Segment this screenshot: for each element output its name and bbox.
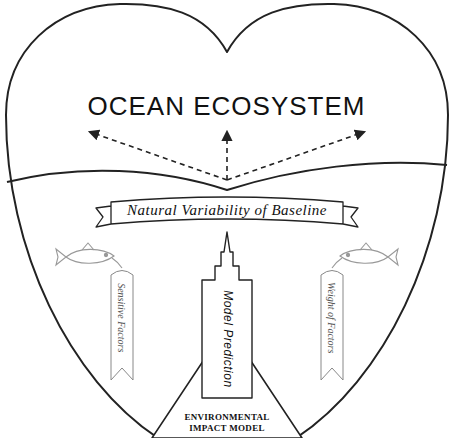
factor-pennant: Sensitive Factors: [110, 266, 134, 380]
fish-string: [112, 258, 122, 268]
node-label: Model Prediction: [220, 290, 234, 387]
fish-string: [332, 258, 342, 268]
baseline-ribbon: Natural Variability of Baseline: [95, 193, 359, 231]
factor-pennant: Weight of Factors: [320, 266, 344, 380]
model-tower: Model Prediction: [202, 232, 252, 398]
influence-arrow: [227, 132, 364, 180]
fish-fin: [360, 243, 372, 250]
model-tower-shape: [202, 232, 252, 398]
fish-fin: [82, 243, 94, 250]
baseline-ribbon-shape: [96, 197, 358, 227]
right-fish: [332, 243, 398, 268]
factor-pennant-shape: [111, 271, 133, 381]
impact-triangle-shape: [152, 325, 302, 438]
node-label: Weight of Factors: [326, 282, 338, 353]
left-fish: [56, 243, 122, 268]
fish-tail: [388, 249, 398, 265]
fish-tail: [56, 249, 66, 265]
node-label: ENVIRONMENTAL IMPACT MODEL: [179, 412, 275, 433]
fish-eye: [104, 253, 107, 256]
influence-arrow: [226, 132, 228, 180]
ocean-ecosystem-heart-shape: [6, 4, 448, 438]
factor-pennant-shape: [321, 271, 343, 381]
fish-body: [66, 249, 114, 263]
node-label: Natural Variability of Baseline: [127, 202, 327, 219]
fish-body: [340, 249, 388, 263]
node-label: Sensitive Factors: [116, 283, 128, 352]
node-label: OCEAN ECOSYSTEM: [0, 92, 453, 122]
influence-arrow: [90, 132, 227, 180]
fish-eye: [346, 253, 349, 256]
